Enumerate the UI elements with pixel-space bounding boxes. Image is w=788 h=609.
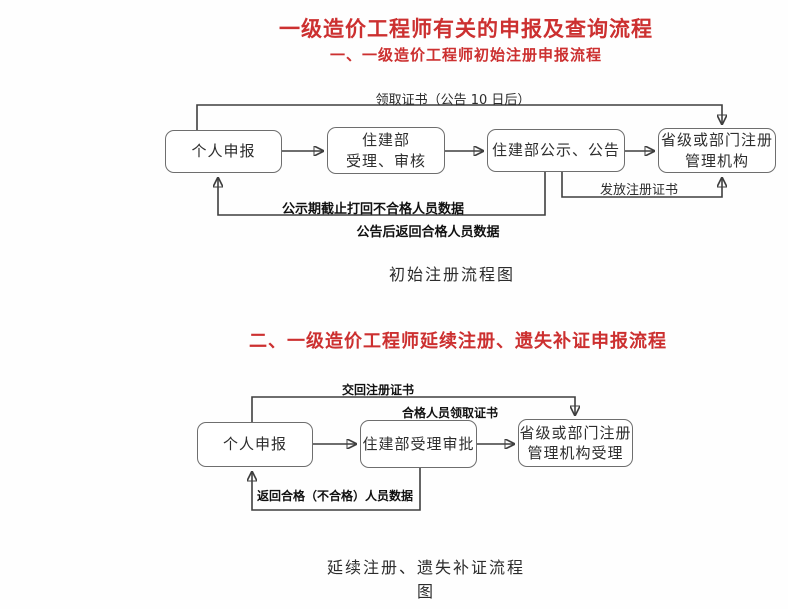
flow2-node-personal-application-label: 个人申报 (222, 435, 287, 454)
page-title: 一级造价工程师有关的申报及查询流程 (279, 17, 653, 41)
flow1-node-mohurd-review: 住建部 受理、审核 (327, 127, 445, 174)
flow2-label-submit-certificate: 交回注册证书 (341, 383, 414, 397)
flow1-caption: 初始注册流程图 (388, 265, 515, 284)
flow2-node-registration-agency: 省级或部门注册 管理机构受理 (518, 419, 633, 467)
section1-title: 一、一级造价工程师初始注册申报流程 (329, 46, 602, 64)
flow1-node-personal-application-label: 个人申报 (191, 142, 256, 161)
section2-title: 二、一级造价工程师延续注册、遗失补证申报流程 (249, 331, 667, 352)
flow1-label-collect-certificate: 领取证书（公告 10 日后） (375, 93, 531, 108)
flow2-node-registration-agency-label-line1: 省级或部门注册 (519, 423, 632, 442)
flow2-node-registration-agency-label-line2: 管理机构受理 (527, 444, 624, 462)
flow2-node-mohurd-approval-label: 住建部受理审批 (362, 434, 475, 453)
flow1-label-return-unqualified: 公示期截止打回不合格人员数据 (281, 202, 464, 217)
flow1-node-registration-agency: 省级或部门注册 管理机构 (658, 128, 776, 173)
flow1-node-registration-agency-label-line1: 省级或部门注册 (660, 131, 773, 150)
flow1-node-registration-agency-label-line2: 管理机构 (684, 151, 749, 170)
flow1-node-mohurd-review-label-line1: 住建部 (361, 131, 410, 150)
flow1-arrow-collect-certificate (196, 104, 722, 130)
flow2-node-personal-application: 个人申报 (197, 422, 313, 467)
flow2-caption: 延续注册、遗失补证流程图 (326, 558, 525, 601)
flow2-label-collect-certificate: 合格人员领取证书 (401, 406, 498, 420)
flow1-node-mohurd-publicity-label: 住建部公示、公告 (491, 141, 620, 160)
flow1-label-issue-certificate: 发放注册证书 (599, 183, 678, 198)
flow2-node-mohurd-approval: 住建部受理审批 (360, 420, 477, 468)
flow1-node-personal-application: 个人申报 (165, 130, 282, 173)
flow1-node-mohurd-publicity: 住建部公示、公告 (487, 129, 625, 172)
flow1-node-mohurd-review-label-line2: 受理、审核 (345, 151, 426, 170)
flow2-label-return-data: 返回合格（不合格）人员数据 (256, 489, 413, 503)
flow1-label-return-qualified: 公告后返回合格人员数据 (356, 225, 500, 240)
